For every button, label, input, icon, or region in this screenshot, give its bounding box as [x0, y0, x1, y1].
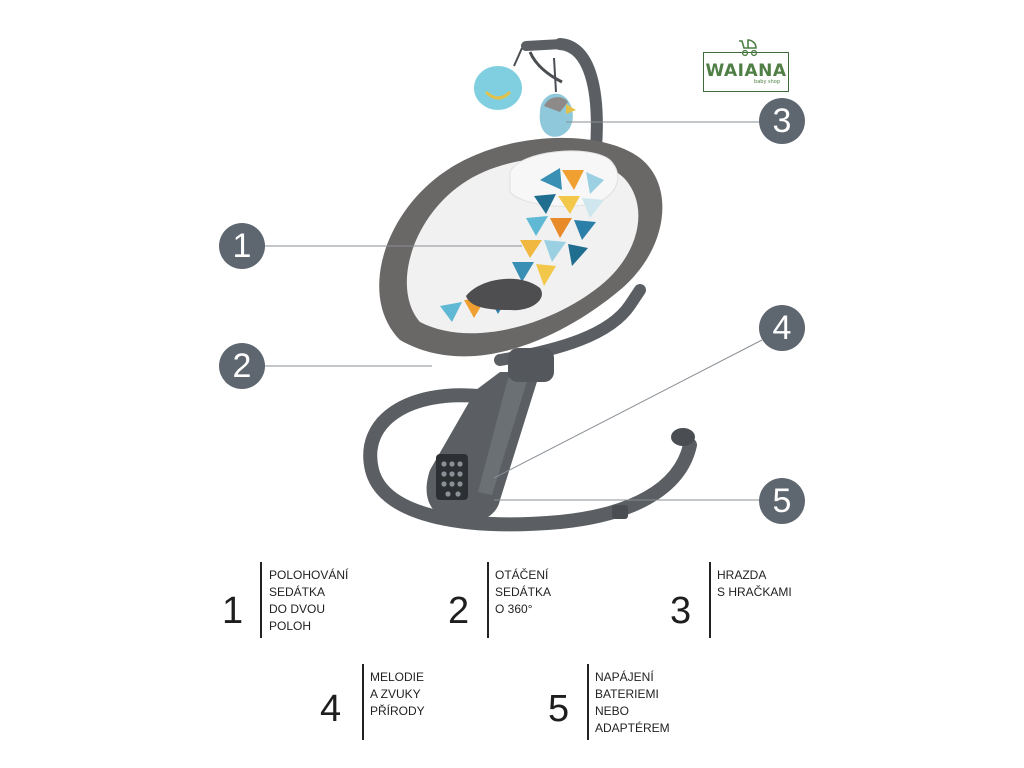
base-end-cap — [671, 428, 695, 446]
brand-logo: WAIANA baby shop — [703, 39, 789, 92]
seat-joint — [508, 348, 554, 382]
callout-4: 4 — [759, 305, 805, 351]
legend-divider — [362, 664, 364, 740]
legend-number: 4 — [320, 688, 342, 730]
logo-wordmark: WAIANA — [705, 61, 787, 81]
callout-3: 3 — [759, 98, 805, 144]
toy-bar-tip — [521, 39, 567, 51]
pram-icon — [739, 39, 758, 57]
control-panel — [436, 454, 468, 500]
legend-description: MELODIE A ZVUKY PŘÍRODY — [370, 670, 425, 718]
legend-description: HRAZDA S HRAČKAMI — [717, 568, 792, 599]
callout-1: 1 — [219, 223, 265, 269]
toy-bar — [554, 38, 603, 154]
leader-lines — [262, 121, 763, 501]
logo-subtext: baby shop — [754, 79, 780, 85]
legend-number: 3 — [670, 590, 692, 632]
callout-5: 5 — [759, 478, 805, 524]
column-highlight — [478, 378, 528, 495]
seat-harness — [466, 278, 542, 311]
legend-divider — [709, 562, 711, 638]
legend-divider — [260, 562, 262, 638]
legend-description: OTÁČENÍ SEDÁTKA O 360° — [495, 568, 552, 616]
legend-number: 2 — [448, 590, 470, 632]
base-foot — [612, 505, 628, 519]
hanging-toy-blue — [474, 66, 522, 110]
legend-divider — [487, 562, 489, 638]
legend-description: POLOHOVÁNÍ SEDÁTKA DO DVOU POLOH — [269, 568, 349, 633]
legend-description: NAPÁJENÍ BATERIEMI NEBO ADAPTÉREM — [595, 670, 670, 735]
callout-2: 2 — [219, 343, 265, 389]
swing-base-ring — [363, 388, 697, 532]
legend-number: 1 — [222, 590, 244, 632]
legend-number: 5 — [548, 688, 570, 730]
baby-swing-product-illustration — [262, 38, 763, 532]
legend-divider — [587, 664, 589, 740]
